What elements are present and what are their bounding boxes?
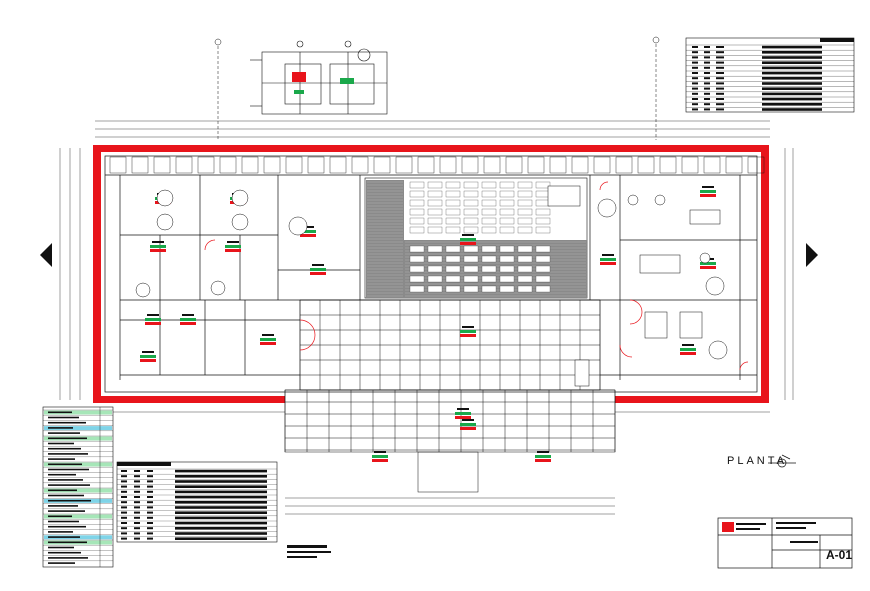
title-block-logo-icon bbox=[722, 522, 818, 543]
north-arrow-icon bbox=[768, 454, 796, 468]
dimension-lines bbox=[59, 120, 794, 515]
door-swings bbox=[204, 181, 749, 371]
round-tables bbox=[135, 189, 728, 360]
office-furniture bbox=[574, 209, 721, 387]
windows-top bbox=[109, 156, 765, 174]
exterior-walls bbox=[93, 145, 769, 403]
grid-axis-markers bbox=[214, 36, 660, 140]
sheet-number: A-01 bbox=[826, 548, 853, 562]
title-block bbox=[717, 517, 853, 569]
section-markers bbox=[40, 243, 818, 267]
roof-detail bbox=[250, 40, 388, 115]
corridor-grid bbox=[284, 299, 616, 493]
schedule-table-top-right bbox=[685, 37, 855, 113]
room-tags bbox=[140, 186, 716, 462]
legend-table-left bbox=[42, 406, 114, 568]
note-block bbox=[287, 545, 331, 558]
door-window-schedule bbox=[116, 461, 278, 543]
plan-title: PLANTA bbox=[727, 455, 787, 467]
